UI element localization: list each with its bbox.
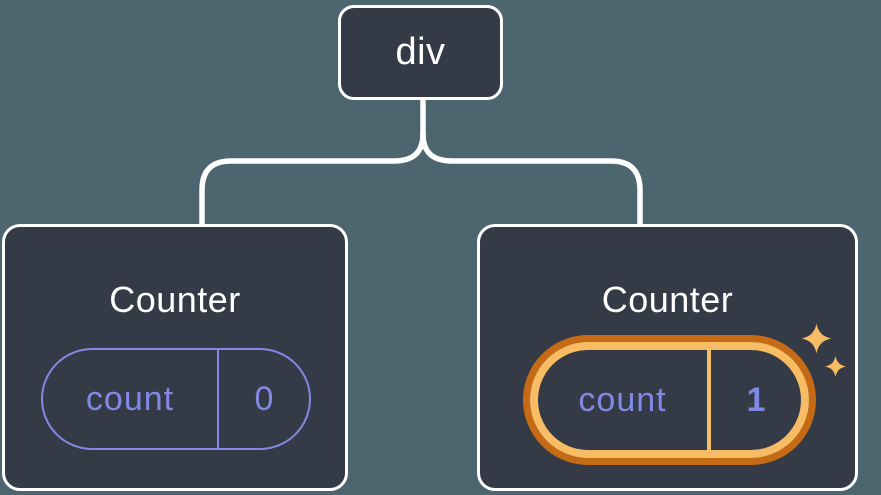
state-value: 1 [746, 380, 766, 419]
tree-node-counter-1: Counter count 0 [2, 224, 348, 491]
component-title: Counter [601, 279, 734, 320]
state-pill-highlight-ring: count 1 [530, 342, 809, 458]
connector-branch-left [199, 131, 426, 229]
tree-node-div: div [338, 5, 503, 100]
state-pill: count 0 [41, 348, 311, 450]
state-key-label: count [43, 350, 219, 448]
state-value: 0 [254, 379, 274, 418]
tree-node-counter-2: Counter count 1 [477, 224, 858, 491]
state-key-label: count [538, 350, 711, 450]
root-node-label: div [395, 31, 446, 73]
sparkle-icon-large [800, 322, 833, 355]
state-pill-highlighted: count 1 [523, 335, 816, 465]
component-title: Counter [109, 279, 241, 320]
connector-branch-right [420, 131, 643, 229]
sparkle-icon-small [824, 355, 847, 378]
